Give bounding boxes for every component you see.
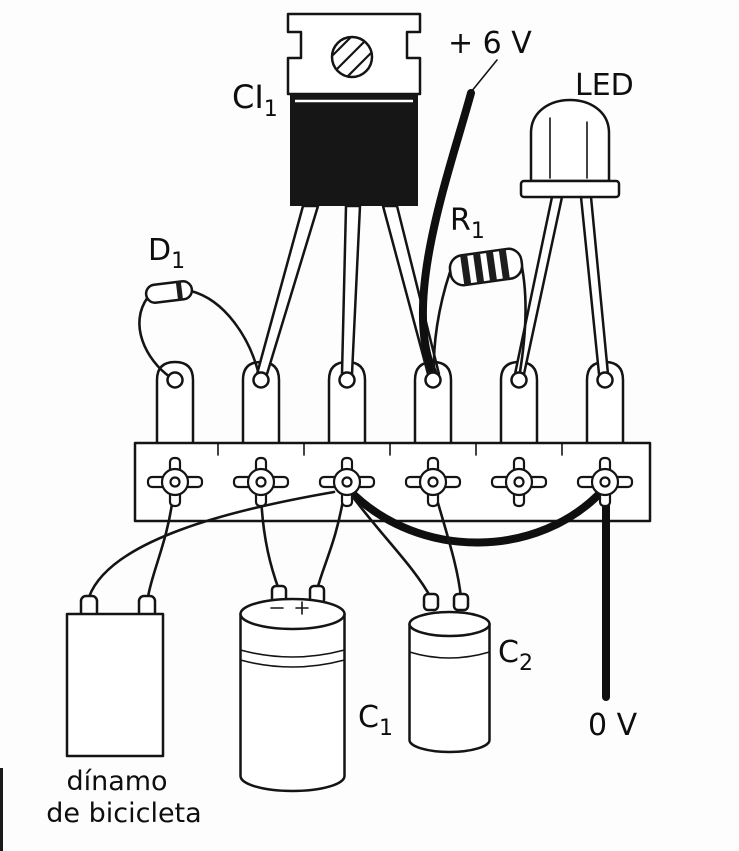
supply-wire xyxy=(418,89,475,376)
c2-can xyxy=(408,622,491,754)
led-body xyxy=(529,98,611,183)
resistor-r1 xyxy=(432,247,527,374)
post-hole xyxy=(166,371,184,389)
c2-label: C2 xyxy=(498,635,533,676)
terminal-posts xyxy=(155,360,625,448)
capacitor-c2 xyxy=(408,592,491,754)
post-hole xyxy=(338,371,356,389)
c1-crimp xyxy=(239,649,346,658)
ground-bus-wire xyxy=(345,486,607,547)
dynamo xyxy=(65,594,165,758)
c1-wire-negative xyxy=(315,492,346,592)
d1-lead xyxy=(189,289,261,377)
labels: CI1 + 6 V LED R1 D1 C1 C2 0 V dínamo de … xyxy=(46,26,637,829)
d1-body xyxy=(144,280,194,304)
r1-label: R1 xyxy=(450,203,485,244)
solder-lug xyxy=(576,456,634,508)
dynamo-body xyxy=(65,612,165,758)
supply-label: + 6 V xyxy=(448,26,532,61)
dynamo-wire-b xyxy=(87,490,336,599)
ic-body xyxy=(290,94,418,206)
dynamo-wire-a xyxy=(146,494,175,599)
c1-label: C1 xyxy=(358,700,393,741)
r1-body xyxy=(448,247,524,287)
c2-terminal xyxy=(452,592,470,612)
supply-label-leader xyxy=(470,59,498,93)
ic-ci1 xyxy=(255,12,441,376)
c2-terminal xyxy=(422,592,440,612)
terminal-strip-body xyxy=(133,441,652,523)
solder-lugs xyxy=(146,456,634,508)
solder-lug xyxy=(404,456,462,508)
lower-wires xyxy=(87,490,463,600)
led xyxy=(513,98,621,376)
terminal-post-holes xyxy=(166,371,614,389)
c2-wire-negative xyxy=(348,491,433,600)
solder-lug xyxy=(146,456,204,508)
post-hole xyxy=(252,371,270,389)
post-hole xyxy=(596,371,614,389)
c1-polarity-marks xyxy=(270,601,309,615)
led-flange xyxy=(519,179,621,199)
r1-bands xyxy=(460,249,510,286)
capacitor-c1 xyxy=(239,584,346,793)
ic-leg-input xyxy=(255,204,320,376)
led-leg-cathode xyxy=(579,195,610,376)
d1-cathode-band xyxy=(175,281,183,300)
zero-volt-label: 0 V xyxy=(588,708,638,743)
solder-lug xyxy=(318,456,376,508)
r1-lead xyxy=(518,260,527,374)
ci1-label: CI1 xyxy=(232,78,278,122)
d1-lead xyxy=(138,295,172,379)
dynamo-label-line1: dínamo xyxy=(66,766,167,797)
c1-crimp xyxy=(239,659,346,668)
led-label: LED xyxy=(575,68,634,103)
solder-lug xyxy=(490,456,548,508)
diode-d1 xyxy=(138,280,261,379)
ic-leg-ground xyxy=(340,204,362,376)
c2-crimp xyxy=(408,651,491,659)
c1-can xyxy=(239,612,346,793)
post-hole xyxy=(424,371,442,389)
terminal-strip xyxy=(133,441,652,523)
scan-edge-artifact xyxy=(0,768,3,851)
terminal-post xyxy=(155,360,195,448)
d1-label: D1 xyxy=(148,233,185,274)
c1-top xyxy=(239,597,346,631)
c1-wire-positive xyxy=(259,494,281,592)
dynamo-label-line2: de bicicleta xyxy=(46,798,201,829)
c2-wire-positive xyxy=(434,494,463,600)
solder-lug xyxy=(232,456,290,508)
c2-top xyxy=(408,610,491,638)
r1-lead xyxy=(432,270,452,374)
post-hole xyxy=(510,371,528,389)
